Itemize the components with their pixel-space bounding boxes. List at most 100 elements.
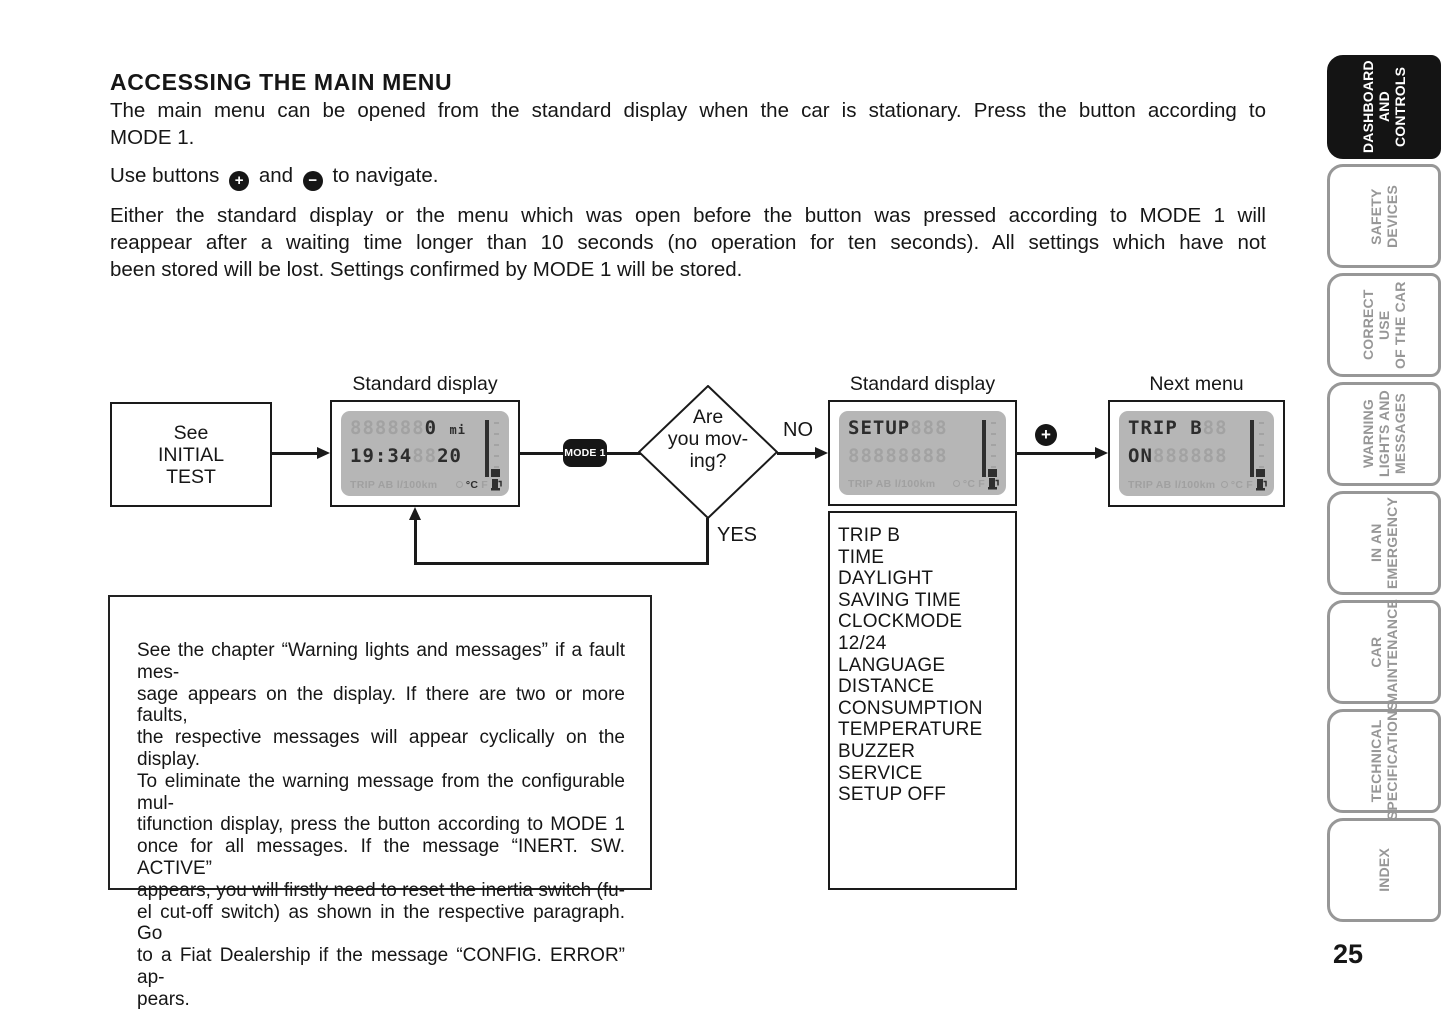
decision-line: you mov- [667, 428, 749, 450]
connector-line [272, 452, 319, 455]
paragraph-line: The main menu can be opened from the sta… [110, 99, 1266, 122]
note-line: sage appears on the display. If there ar… [137, 683, 625, 727]
menu-item: SETUP OFF [838, 784, 947, 806]
note-line: To eliminate the warning message from th… [137, 770, 625, 814]
lcd1-row2: 19:348820 [350, 445, 482, 467]
decision-line: ing? [689, 450, 727, 472]
celsius-label: °C [1230, 478, 1244, 491]
connector-line [520, 452, 565, 455]
clock-value: 19:34 [350, 445, 413, 467]
and-text: and [258, 164, 294, 187]
fahrenheit-label: F [978, 477, 985, 490]
arrowhead-icon [1095, 447, 1108, 459]
chapter-tab-label: SAFETY DEVICES [1368, 184, 1400, 248]
lcd2-row2: 88888888 [848, 445, 979, 467]
chapter-tab-sidebar: DASHBOARD AND CONTROLS SAFETY DEVICES CO… [1327, 55, 1441, 922]
fuel-pump-icon [988, 478, 999, 490]
connector-line [607, 452, 641, 455]
chapter-tab[interactable]: WARNING LIGHTS AND MESSAGES [1327, 382, 1441, 486]
menu-item: 12/24 [838, 632, 887, 654]
initial-test-line: TEST [166, 465, 216, 488]
lcd-ghost-cells: 88 [1202, 417, 1228, 439]
paragraph-line: reappear after a waiting time longer tha… [110, 231, 1266, 254]
menu-item: TRIP B [838, 525, 901, 546]
arrowhead-icon [317, 447, 330, 459]
yes-branch-label: YES [717, 524, 758, 546]
note-line: once for all messages. If the message “I… [137, 836, 625, 879]
lcd-ghost-cells: 888888 [350, 417, 425, 439]
intro-paragraph-1: The main menu can be opened from the sta… [110, 97, 1266, 151]
odometer-unit: mi [449, 423, 466, 437]
lcd-ghost-cells: 888 [910, 417, 948, 439]
chapter-tab-label: CAR MAINTENANCE [1368, 599, 1400, 705]
navigate-text: to navigate. [332, 164, 439, 187]
menu-item: TEMPERATURE [838, 719, 983, 741]
mode1-button: MODE 1 [563, 439, 607, 467]
fahrenheit-label: F [481, 478, 488, 491]
arrowhead-icon [815, 447, 828, 459]
lcd3-row1: TRIP B88 [1128, 417, 1247, 439]
note-line: el cut-off switch) as shown in the respe… [137, 901, 625, 945]
decision-line: Are [692, 406, 724, 428]
note-line: tifunction display, press the button acc… [137, 814, 625, 836]
chapter-tab[interactable]: DASHBOARD AND CONTROLS [1327, 55, 1441, 159]
connector-line [777, 452, 817, 455]
lcd-ghost-cells: 888888 [1152, 445, 1228, 467]
sun-icon [952, 480, 960, 487]
fuel-pump-icon [1256, 479, 1267, 491]
fuel-pump-icon [491, 479, 502, 491]
note-line: to a Fiat Dealership if the message “CON… [137, 945, 625, 988]
menu-item: DAYLIGHT [838, 568, 934, 590]
chapter-tab[interactable]: CAR MAINTENANCE [1327, 599, 1441, 705]
initial-test-line: INITIAL [157, 443, 225, 466]
display1-label: Standard display [352, 373, 498, 395]
lcd-screen-2: SETUP888 88888888 TRIP AB l/100km °C F [839, 411, 1006, 495]
minus-button-icon: − [302, 171, 323, 191]
intro-paragraph-2: Use buttons + and − to navigate. [110, 162, 1266, 191]
intro-paragraph-3: Either the standard display or the menu … [110, 202, 1266, 283]
page-title: ACCESSING THE MAIN MENU [110, 69, 453, 96]
sun-icon [1220, 481, 1228, 488]
lcd2-footer: TRIP AB l/100km °C F [848, 477, 999, 490]
lcd-ghost-cells: 88888888 [848, 445, 948, 467]
trip-legend: TRIP AB l/100km [848, 477, 936, 490]
lcd-screen-3: TRIP B88 ON888888 TRIP AB l/100km °C F [1119, 411, 1274, 496]
on-value: ON [1128, 445, 1153, 467]
temperature-value: 20 [437, 445, 462, 467]
fuel-gauge [982, 420, 997, 477]
trip-legend: TRIP AB l/100km [1128, 478, 1216, 491]
warning-note-box: See the chapter “Warning lights and mess… [108, 595, 652, 1010]
mode1-button-label: MODE 1 [564, 447, 606, 459]
paragraph-line: MODE 1. [110, 126, 195, 149]
plus-button-icon: + [1035, 424, 1057, 446]
chapter-tab[interactable]: IN AN EMERGENCY [1327, 491, 1441, 595]
odometer-value: 0 [424, 417, 438, 439]
connector-line [1017, 452, 1097, 455]
connector-line [414, 562, 709, 565]
chapter-tab-label: WARNING LIGHTS AND MESSAGES [1360, 390, 1408, 478]
menu-item: LANGUAGE [838, 654, 946, 676]
menu-item: CONSUMPTION [838, 697, 983, 719]
menu-item: SAVING TIME [838, 589, 961, 611]
standard-display-2: SETUP888 88888888 TRIP AB l/100km °C F [828, 400, 1017, 506]
chapter-tab[interactable]: SAFETY DEVICES [1327, 164, 1441, 268]
celsius-label: °C [962, 477, 976, 490]
trip-legend: TRIP AB l/100km [350, 478, 438, 491]
chapter-tab[interactable]: TECHNICAL SPECIFICATIONS [1327, 701, 1441, 821]
menu-item: TIME [838, 546, 885, 568]
paragraph-line: Either the standard display or the menu … [110, 204, 1266, 227]
note-line: appears, you will firstly need to reset … [137, 879, 625, 901]
paragraph-line: been stored will be lost. Settings confi… [110, 258, 743, 281]
chapter-tab-label: TECHNICAL SPECIFICATIONS [1368, 701, 1400, 821]
lcd3-footer: TRIP AB l/100km °C F [1128, 478, 1267, 491]
chapter-tab-label: DASHBOARD AND CONTROLS [1360, 60, 1408, 154]
page-number: 25 [1333, 939, 1364, 969]
chapter-tab-label: INDEX [1376, 848, 1392, 892]
chapter-tab-label: CORRECT USE OF THE CAR [1360, 281, 1408, 369]
chapter-tab[interactable]: CORRECT USE OF THE CAR [1327, 273, 1441, 377]
chapter-tab[interactable]: INDEX [1327, 818, 1441, 922]
plus-button-icon: + [229, 171, 250, 191]
menu-item: CLOCKMODE [838, 611, 963, 633]
